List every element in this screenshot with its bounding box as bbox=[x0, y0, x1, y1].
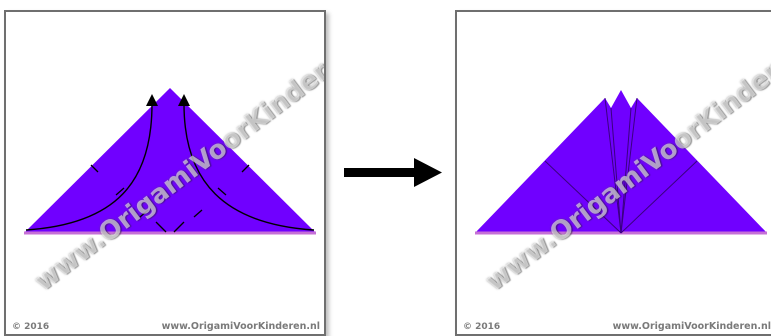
step-panel-after: www.OrigamiVoorKinderen.nl © 2016 www.Or… bbox=[455, 10, 771, 336]
curved-arrow-left bbox=[25, 103, 153, 231]
fold-lines bbox=[544, 97, 698, 234]
purple-paper-triangle bbox=[24, 88, 316, 233]
copyright-text: © 2016 bbox=[12, 322, 50, 332]
fold-marks bbox=[90, 164, 250, 233]
site-url-text: www.OrigamiVoorKinderen.nl bbox=[612, 321, 771, 332]
step-panel-before: www.OrigamiVoorKinderen.nl © 2016 www.Or… bbox=[4, 10, 326, 336]
site-url-text: www.OrigamiVoorKinderen.nl bbox=[161, 321, 320, 332]
copyright-text: © 2016 bbox=[463, 322, 501, 332]
right-arrow-icon bbox=[344, 158, 442, 187]
arrowhead-left-icon bbox=[146, 94, 158, 106]
arrowhead-right-icon bbox=[178, 94, 190, 106]
curved-arrow-right bbox=[183, 103, 315, 231]
origami-diagram-after bbox=[475, 90, 767, 235]
purple-paper-shape bbox=[475, 90, 767, 233]
origami-diagram-before bbox=[24, 88, 316, 235]
